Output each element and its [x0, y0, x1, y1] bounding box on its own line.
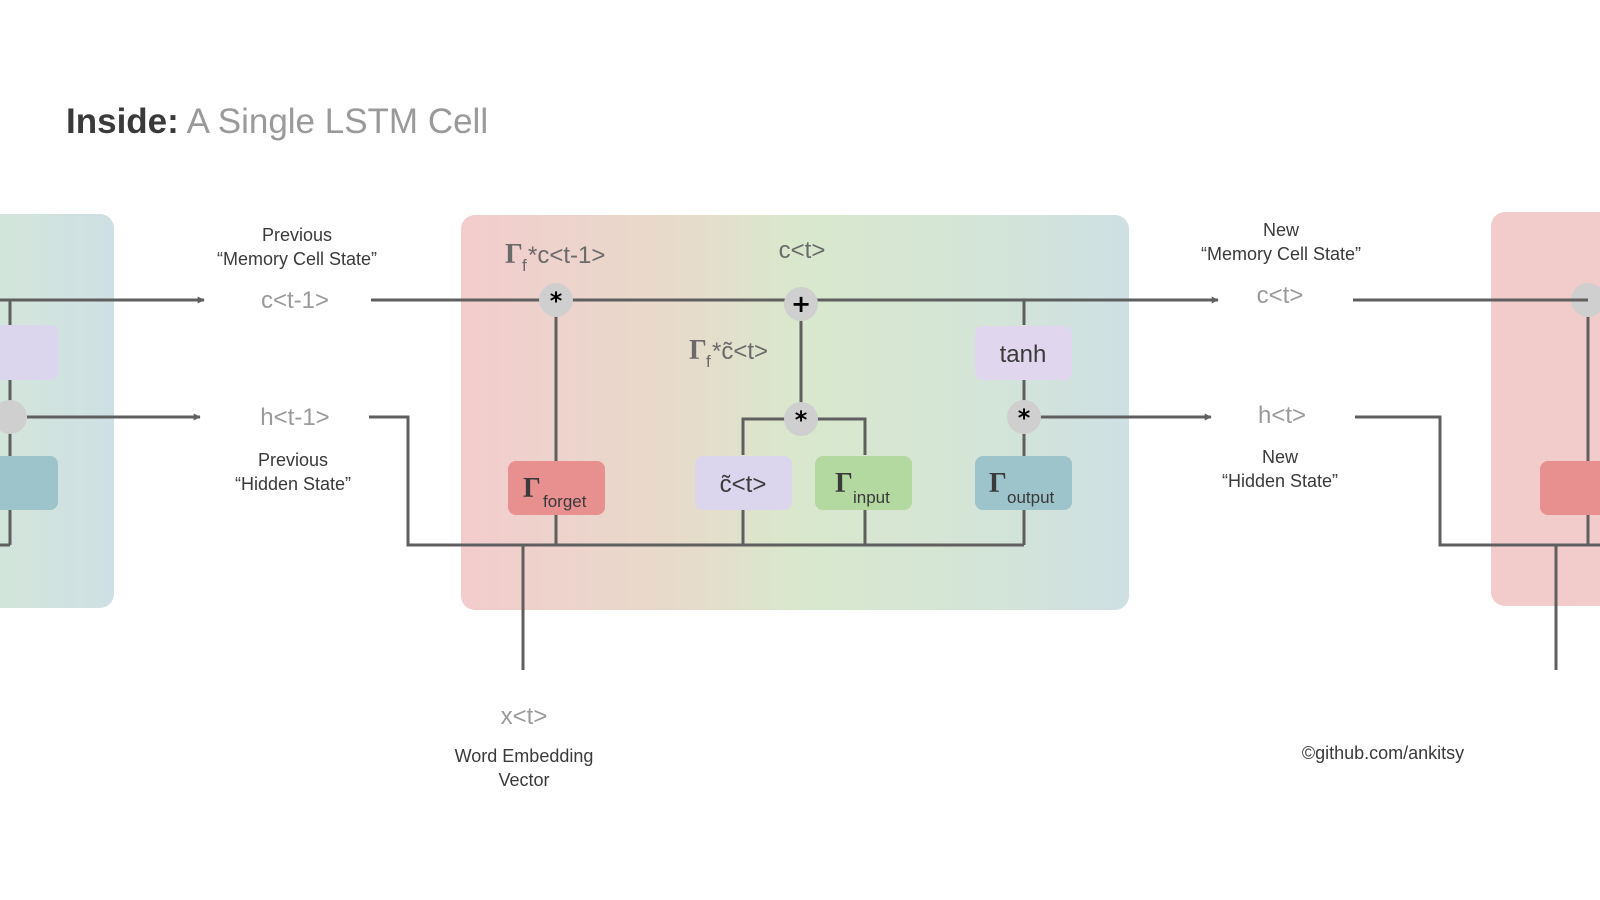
title-strong: Inside: — [66, 102, 179, 141]
prev-hidden-caption-line-2: “Hidden State” — [235, 474, 351, 494]
input-caption-line-2: Vector — [498, 770, 549, 790]
add-operator: + — [784, 287, 818, 321]
input-product-label: Γ f *c̃<t> — [689, 335, 768, 371]
x-t-label: x<t> — [501, 703, 548, 730]
output-gate: Γ output — [975, 456, 1072, 510]
tanh-box: tanh — [975, 326, 1072, 380]
h-prev-label: h<t-1> — [260, 404, 329, 431]
output-multiply-operator: * — [1007, 400, 1041, 434]
multiply-symbol: * — [550, 287, 563, 315]
prev-memory-caption-line-1: Previous — [262, 225, 332, 245]
svg-text:f: f — [522, 256, 527, 275]
previous-cell — [0, 214, 114, 608]
title-rest: A Single LSTM Cell — [178, 102, 489, 141]
add-symbol: + — [791, 290, 811, 318]
previous-cell-multiply-operator — [0, 400, 27, 434]
next-cell-forget-gate — [1540, 461, 1600, 515]
previous-cell-output-gate — [0, 456, 58, 510]
c-prev-label: c<t-1> — [261, 287, 329, 314]
prev-hidden-caption-line-1: Previous — [258, 450, 328, 470]
next-cell — [1491, 212, 1600, 606]
c-t-top-label: c<t> — [779, 237, 826, 264]
tanh-label: tanh — [1000, 341, 1047, 368]
svg-text:Γ: Γ — [505, 239, 523, 270]
svg-text:*c̃<t>: *c̃<t> — [712, 338, 768, 365]
forget-gate-sub: forget — [543, 492, 587, 511]
page-title: Inside: A Single LSTM Cell — [66, 100, 488, 144]
input-gate-sub: input — [853, 488, 890, 507]
output-gate-gamma: Γ — [989, 468, 1007, 499]
input-gate: Γ input — [815, 456, 912, 510]
svg-text:f: f — [706, 352, 711, 371]
credit-text: ©github.com/ankitsy — [1302, 743, 1464, 763]
previous-cell-tanh-box — [0, 325, 58, 380]
next-hidden-line — [1355, 415, 1600, 547]
forget-gate-gamma: Γ — [523, 473, 541, 504]
new-memory-caption-line-1: New — [1263, 220, 1300, 240]
c-t-out-label: c<t> — [1257, 282, 1304, 309]
input-caption-line-1: Word Embedding — [455, 746, 594, 766]
output-gate-sub: output — [1007, 488, 1055, 507]
candidate-gate: c̃<t> — [695, 456, 792, 510]
svg-text:Γ: Γ — [689, 335, 707, 366]
input-gate-gamma: Γ — [835, 468, 853, 499]
hidden-bus-line — [369, 415, 1024, 547]
prev-memory-caption-line-2: “Memory Cell State” — [217, 249, 377, 269]
new-hidden-caption-line-2: “Hidden State” — [1222, 471, 1338, 491]
multiply-symbol: * — [1018, 404, 1031, 432]
forget-gate: Γ forget — [508, 461, 605, 515]
forget-product-label: Γ f *c<t-1> — [505, 239, 605, 275]
candidate-gate-label: c̃<t> — [720, 471, 767, 498]
input-multiply-operator: * — [784, 402, 818, 436]
svg-text:*c<t-1>: *c<t-1> — [528, 242, 605, 269]
forget-multiply-operator: * — [539, 283, 573, 317]
multiply-symbol: * — [795, 406, 808, 434]
next-cell-background — [1491, 212, 1600, 606]
new-hidden-caption-line-1: New — [1262, 447, 1299, 467]
h-t-out-label: h<t> — [1258, 402, 1306, 429]
new-memory-caption-line-2: “Memory Cell State” — [1201, 244, 1361, 264]
